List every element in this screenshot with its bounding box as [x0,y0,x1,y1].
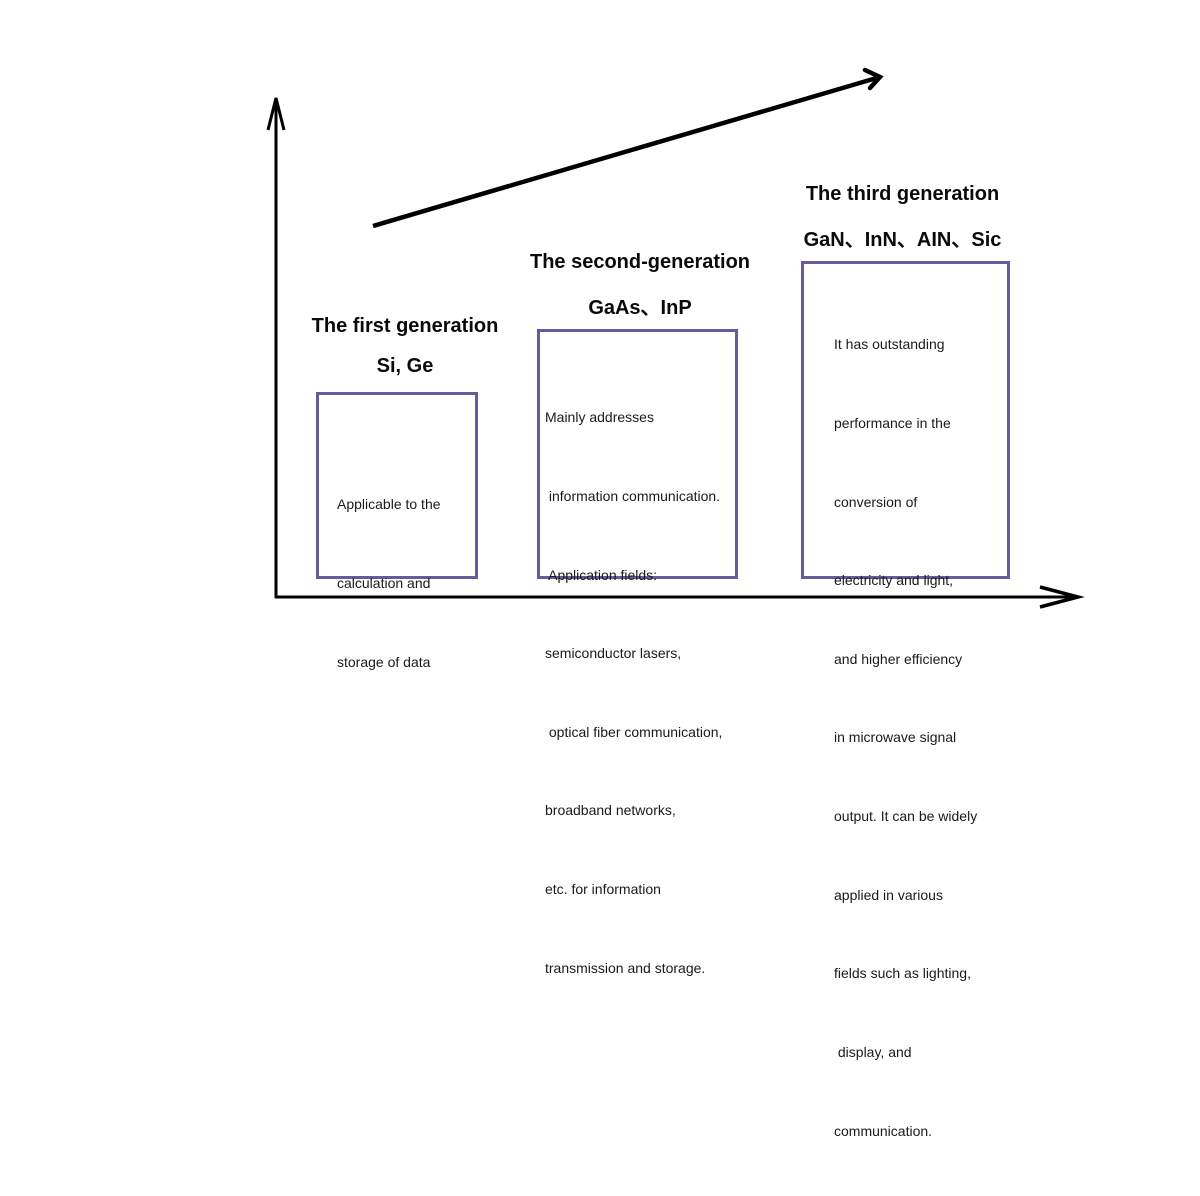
generation-1-box: Applicable to the calculation and storag… [316,392,478,670]
description-line: etc. for information [545,881,661,898]
description-line: storage of data [337,653,431,670]
description-line: conversion of [834,493,918,510]
description-line: transmission and storage. [545,959,706,976]
generation-2-box: Mainly addresses information communicati… [537,329,738,976]
description-line: display, and [834,1043,912,1060]
description-line: electricity and light, [834,572,954,589]
x-axis-arrow-icon [275,585,1085,609]
description-line: optical fiber communication, [545,723,723,740]
description-line: calculation and [337,575,431,592]
description-line: communication. [834,1122,933,1139]
generation-1-description: Applicable to the calculation and storag… [337,439,441,727]
generation-3-box: It has outstanding performance in the co… [801,261,1010,1139]
description-line: and higher efficiency [834,650,963,667]
generation-2-heading: The second-generation [529,251,751,273]
description-line: semiconductor lasers, [545,645,682,662]
description-line: output. It can be widely [834,808,978,825]
diagram-canvas [266,67,1085,609]
description-line: in microwave signal [834,729,957,746]
description-line: fields such as lighting, [834,965,971,982]
description-line: Application fields: [545,566,658,583]
trend-arrow-icon [372,67,884,229]
description-line: Applicable to the [337,496,441,513]
generation-2-description: Mainly addresses information communicati… [545,352,722,1033]
generation-1-materials: Si, Ge [376,355,434,377]
description-line: applied in various [834,886,943,903]
generation-1-heading: The first generation [311,315,499,337]
generation-3-materials: GaN、InN、AIN、Sic [803,229,1002,251]
y-axis-arrow-icon [266,97,286,598]
description-line: information communication. [545,488,721,505]
generation-3-heading: The third generation [805,183,1000,205]
description-line: performance in the [834,415,951,432]
description-line: Mainly addresses [545,409,654,426]
generation-2-materials: GaAs、InP [588,297,692,319]
description-line: It has outstanding [834,336,945,353]
description-line: broadband networks, [545,802,676,819]
generation-3-description: It has outstanding performance in the co… [834,279,977,1196]
